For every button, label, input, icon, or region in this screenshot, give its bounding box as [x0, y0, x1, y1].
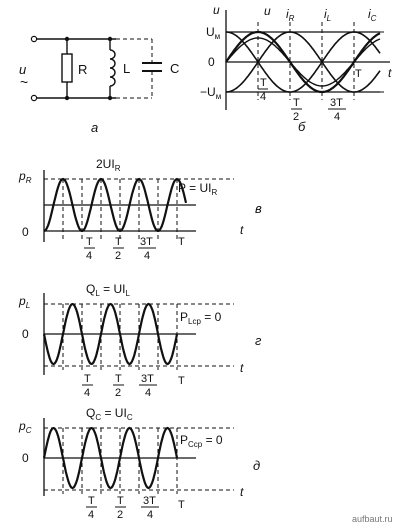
curve-label-ic: iC	[368, 7, 377, 23]
power-inductor-plot: pL t 0 QL = UIL PLср = 0 T 4 T 2 3T 4 T …	[18, 282, 262, 399]
average-label: PLср = 0	[180, 310, 222, 326]
tick-full: T	[355, 68, 362, 80]
tick-3quarter-num: 3T	[143, 495, 156, 507]
zero-label: 0	[22, 451, 29, 465]
amplitude-label: QL = UIL	[86, 282, 130, 298]
inductor-symbol	[109, 49, 116, 87]
tick-3quarter-den: 4	[145, 387, 151, 399]
resistor-label: R	[78, 62, 87, 77]
circuit-diagram: u ~ R L C а	[19, 35, 179, 135]
inductor-label: L	[123, 61, 130, 76]
average-label: PCср = 0	[180, 433, 223, 449]
tick-half-num: T	[117, 495, 124, 507]
average-label: P = UIR	[178, 181, 217, 197]
power-resistor-plot: pR t 0 2UIR P = UIR T 4 T 2 3T 4 T в	[18, 157, 262, 262]
tick-quarter-num: T	[88, 495, 95, 507]
y-axis-label: u	[213, 3, 220, 17]
tick-half-den: 2	[115, 250, 121, 262]
level-zero: 0	[208, 55, 215, 69]
source-label: u	[19, 62, 26, 77]
x-axis-label: t	[388, 66, 392, 80]
x-axis-label: t	[240, 361, 244, 375]
tick-quarter-den: 4	[84, 387, 90, 399]
current-curve-ic	[226, 31, 381, 93]
curve-label-ir: iR	[286, 7, 295, 23]
tick-quarter-den: 4	[88, 509, 94, 521]
tick-3quarter-den: 4	[147, 509, 153, 521]
current-curve-ir	[225, 37, 381, 87]
tick-full: T	[178, 375, 185, 387]
peak-label: 2UIR	[96, 157, 121, 173]
caption-b: б	[298, 119, 306, 134]
tick-quarter-num: T	[86, 236, 93, 248]
tick-3quarter-num: 3T	[330, 97, 343, 109]
level-bottom: −Uм	[200, 85, 221, 101]
tick-quarter-num: T	[84, 373, 91, 385]
amplitude-label: QC = UIC	[86, 406, 133, 422]
y-axis-label: pL	[18, 294, 30, 310]
y-axis-label: pR	[18, 169, 32, 185]
tick-full: T	[178, 236, 185, 248]
x-axis-label: t	[240, 223, 244, 237]
voltage-current-plot: u t Uм 0 −Uм u iR iL iC T 4 T 2 3T 4 T б	[200, 3, 392, 134]
caption-a: а	[91, 120, 98, 135]
tick-half-num: T	[115, 373, 122, 385]
terminal-bottom	[30, 94, 38, 102]
y-axis-label: pC	[18, 419, 32, 435]
curve-label-u: u	[264, 4, 271, 18]
tick-3quarter-den: 4	[334, 111, 340, 123]
phasor-curves	[225, 30, 381, 94]
curve-label-il: iL	[324, 7, 331, 23]
tick-quarter-den: 4	[260, 91, 266, 103]
current-curve-il	[226, 31, 381, 93]
tick-half-num: T	[115, 236, 122, 248]
power-curve	[42, 302, 179, 366]
power-capacitor-plot: pC t 0 QC = UIC PCср = 0 T 4 T 2 3T 4 T …	[18, 406, 260, 521]
x-axis-label: t	[240, 485, 244, 499]
tick-3quarter-den: 4	[144, 250, 150, 262]
tick-half-num: T	[293, 97, 300, 109]
tick-quarter-den: 4	[86, 250, 92, 262]
tick-full: T	[178, 499, 185, 511]
tick-half-den: 2	[115, 387, 121, 399]
caption-g: г	[255, 333, 262, 348]
source-symbol: ~	[20, 74, 28, 90]
caption-d: д	[253, 458, 260, 473]
resistor-symbol	[61, 53, 73, 83]
watermark: aufbaut.ru	[352, 514, 393, 524]
zero-label: 0	[22, 225, 29, 239]
power-curve	[42, 426, 179, 490]
terminal-top	[30, 35, 38, 43]
capacitor-label: C	[170, 61, 179, 76]
power-curve	[43, 177, 188, 233]
tick-half-den: 2	[117, 509, 123, 521]
tick-3quarter-num: 3T	[141, 373, 154, 385]
zero-label: 0	[22, 327, 29, 341]
tick-3quarter-num: 3T	[140, 236, 153, 248]
tick-half-den: 2	[293, 111, 299, 123]
tick-quarter-num: T	[260, 77, 267, 89]
caption-v: в	[255, 201, 262, 216]
level-top: Uм	[206, 25, 220, 41]
